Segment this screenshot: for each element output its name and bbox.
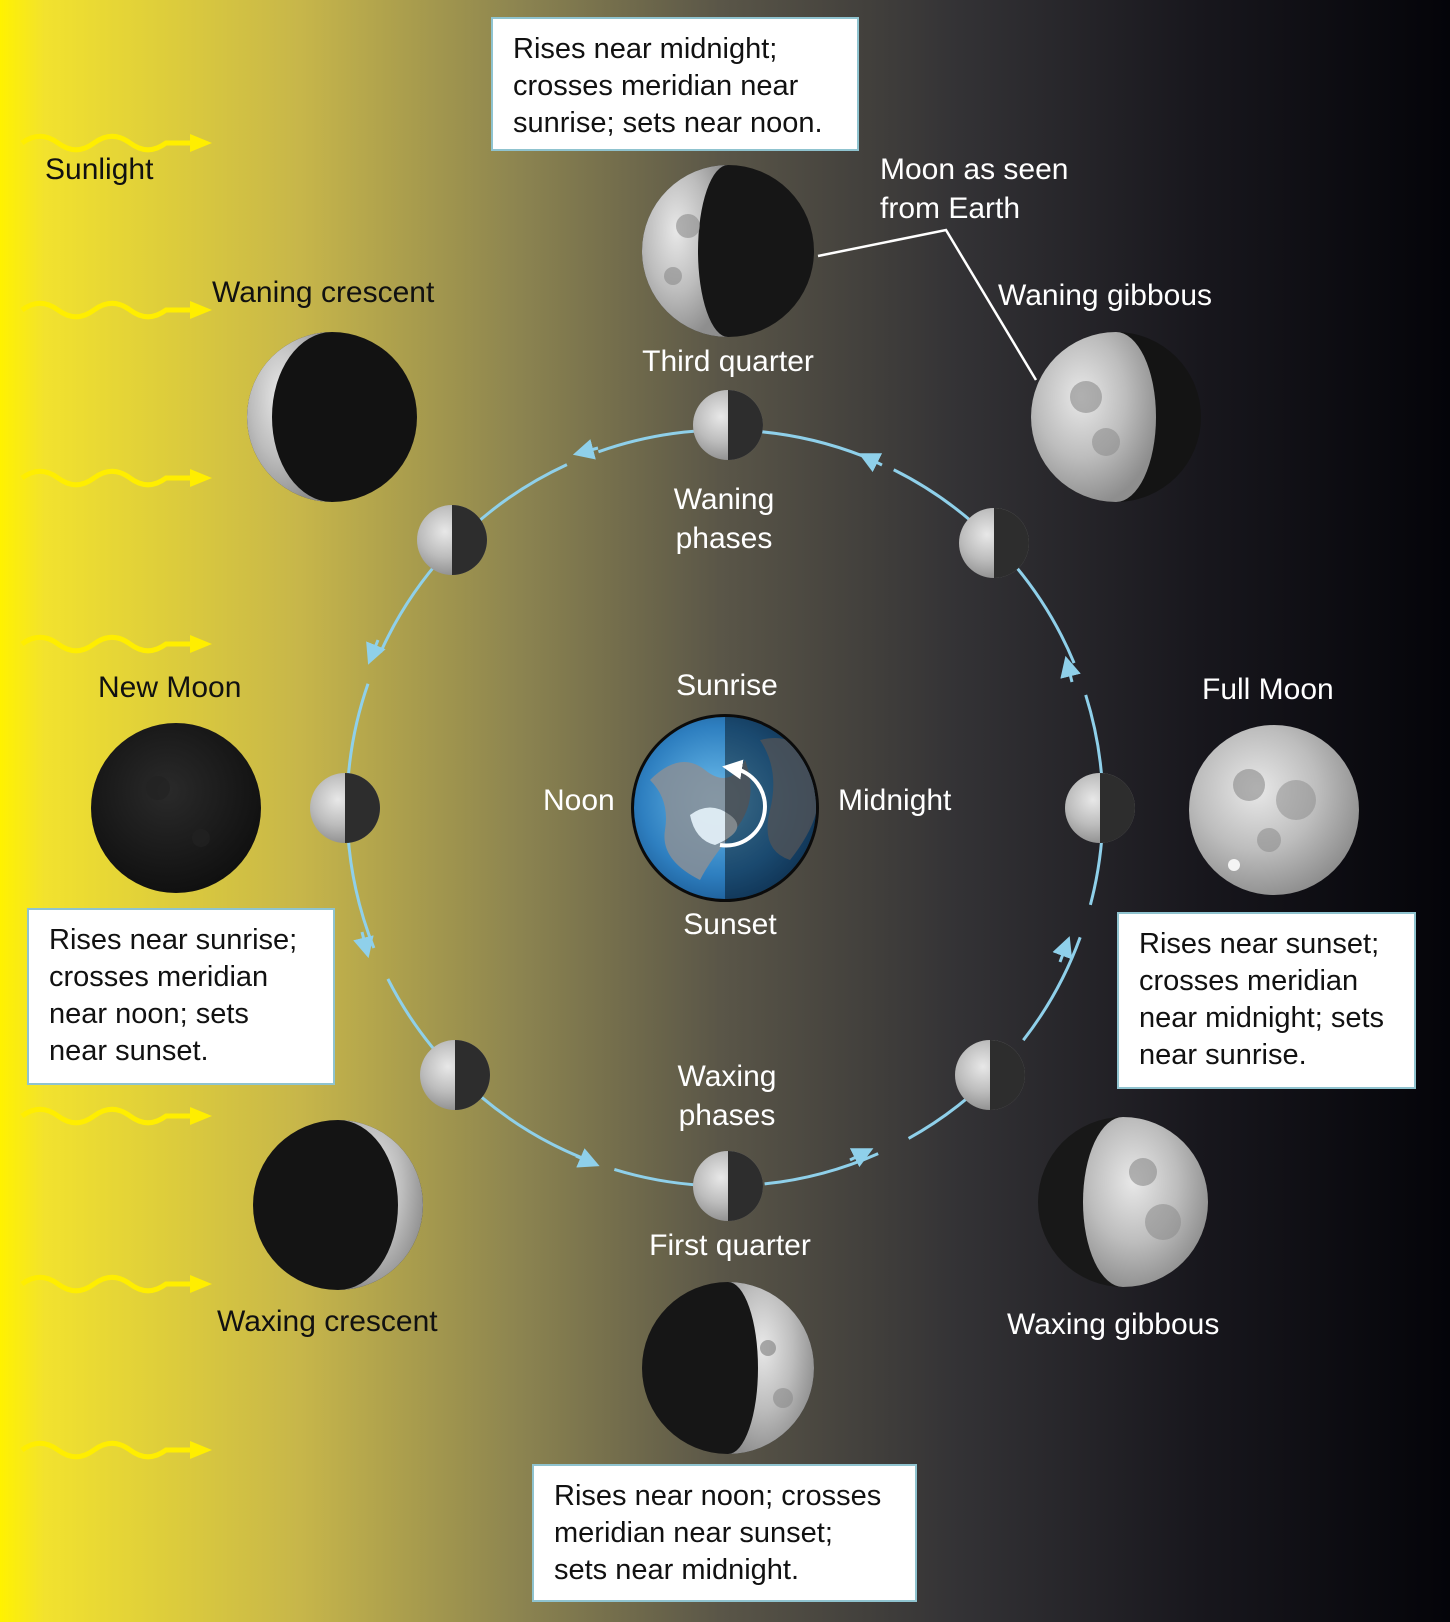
orbit-moon-waxing-crescent: [420, 1040, 490, 1110]
earth: [631, 714, 819, 902]
label-third-quarter: Third quarter: [642, 345, 814, 378]
label-waxing-phases-line1: Waxing: [677, 1060, 777, 1093]
orbit-arrow: [366, 639, 386, 665]
label-waxing-phases-line2: phases: [678, 1099, 776, 1132]
sunlight-waves: [22, 134, 212, 1459]
label-waxing-gibbous: Waxing gibbous: [1007, 1308, 1220, 1341]
info-box-new-moon: Rises near sunrise; crosses meridian nea…: [27, 908, 335, 1085]
moon-view-new: [91, 723, 261, 893]
info-line: Rises near sunset;: [1139, 928, 1380, 960]
label-waning-crescent: Waning crescent: [212, 276, 435, 309]
sunlight-wave: [22, 469, 212, 487]
orbit-moon-waning-crescent: [417, 505, 487, 575]
orbit-moons: [310, 390, 1135, 1221]
label-waning-phases-line1: Waning: [673, 483, 775, 516]
info-line: crosses meridian: [49, 961, 269, 993]
sunlight-wave: [22, 1107, 212, 1125]
moon-as-seen-label-line2: from Earth: [880, 192, 1021, 225]
label-first-quarter: First quarter: [649, 1229, 811, 1262]
earth-label-midnight: Midnight: [838, 784, 952, 817]
sunlight-wave: [22, 1441, 212, 1459]
orbit-moon-new: [310, 773, 380, 843]
rotation-arrow-icon: [719, 759, 767, 848]
sunlight-wave: [22, 1275, 212, 1293]
orbit-arrow: [572, 439, 599, 460]
label-waning-gibbous: Waning gibbous: [998, 279, 1213, 312]
info-line: Rises near noon; crosses: [554, 1480, 882, 1512]
moon-as-seen-leader-line: [817, 228, 1038, 381]
info-line: crosses meridian near: [513, 70, 799, 102]
orbit-moon-waxing-gibbous: [955, 1040, 1025, 1110]
earth-label-sunrise: Sunrise: [676, 669, 778, 702]
orbit-arrow: [849, 1148, 874, 1168]
sunlight-wave: [22, 635, 212, 653]
orbit-arrow: [353, 931, 374, 959]
info-box-first-quarter: Rises near noon; crosses meridian near s…: [532, 1464, 917, 1602]
moon-view-full: [1189, 725, 1359, 895]
moon-view-first-quarter: [642, 1282, 814, 1454]
orbit-moon-third-quarter: [693, 390, 763, 460]
orbit-arrow: [1052, 936, 1073, 963]
orbit-moon-waning-gibbous: [959, 508, 1029, 578]
info-line: sets near midnight.: [554, 1554, 800, 1586]
moon-view-third-quarter: [642, 165, 814, 337]
moon-view-waxing-gibbous: [1038, 1117, 1208, 1287]
earth-label-sunset: Sunset: [683, 908, 777, 941]
label-full-moon: Full Moon: [1202, 673, 1334, 706]
info-box-full-moon: Rises near sunset; crosses meridian near…: [1117, 912, 1416, 1089]
info-box-third-quarter: Rises near midnight; crosses meridian ne…: [491, 17, 859, 151]
info-line: Rises near midnight;: [513, 33, 778, 65]
orbit-moon-full: [1065, 773, 1135, 843]
info-line: crosses meridian: [1139, 965, 1359, 997]
label-waning-phases-line2: phases: [675, 522, 773, 555]
moon-view-waning-gibbous: [1031, 332, 1201, 502]
sunlight-label: Sunlight: [45, 153, 154, 186]
moon-view-waning-crescent: [247, 332, 417, 502]
sunlight-wave: [22, 301, 212, 319]
info-line: near sunset.: [49, 1035, 209, 1067]
moon-as-seen-label-line1: Moon as seen: [880, 153, 1069, 186]
sunlight-wave: [22, 134, 212, 152]
earth-label-noon: Noon: [543, 784, 615, 817]
moon-view-waxing-crescent: [253, 1120, 423, 1290]
info-line: sunrise; sets near noon.: [513, 107, 823, 139]
info-line: Rises near sunrise;: [49, 924, 298, 956]
orbit-arrow: [1060, 655, 1081, 683]
orbit-arrow: [575, 1148, 600, 1168]
label-waxing-crescent: Waxing crescent: [217, 1305, 438, 1338]
phase-views: [91, 165, 1359, 1454]
label-new-moon: New Moon: [98, 671, 242, 704]
info-line: near sunrise.: [1139, 1039, 1307, 1071]
orbit-arrow: [858, 453, 883, 473]
orbit-moon-first-quarter: [693, 1151, 763, 1221]
info-line: near midnight; sets: [1139, 1002, 1385, 1034]
info-line: meridian near sunset;: [554, 1517, 833, 1549]
info-line: near noon; sets: [49, 998, 249, 1030]
